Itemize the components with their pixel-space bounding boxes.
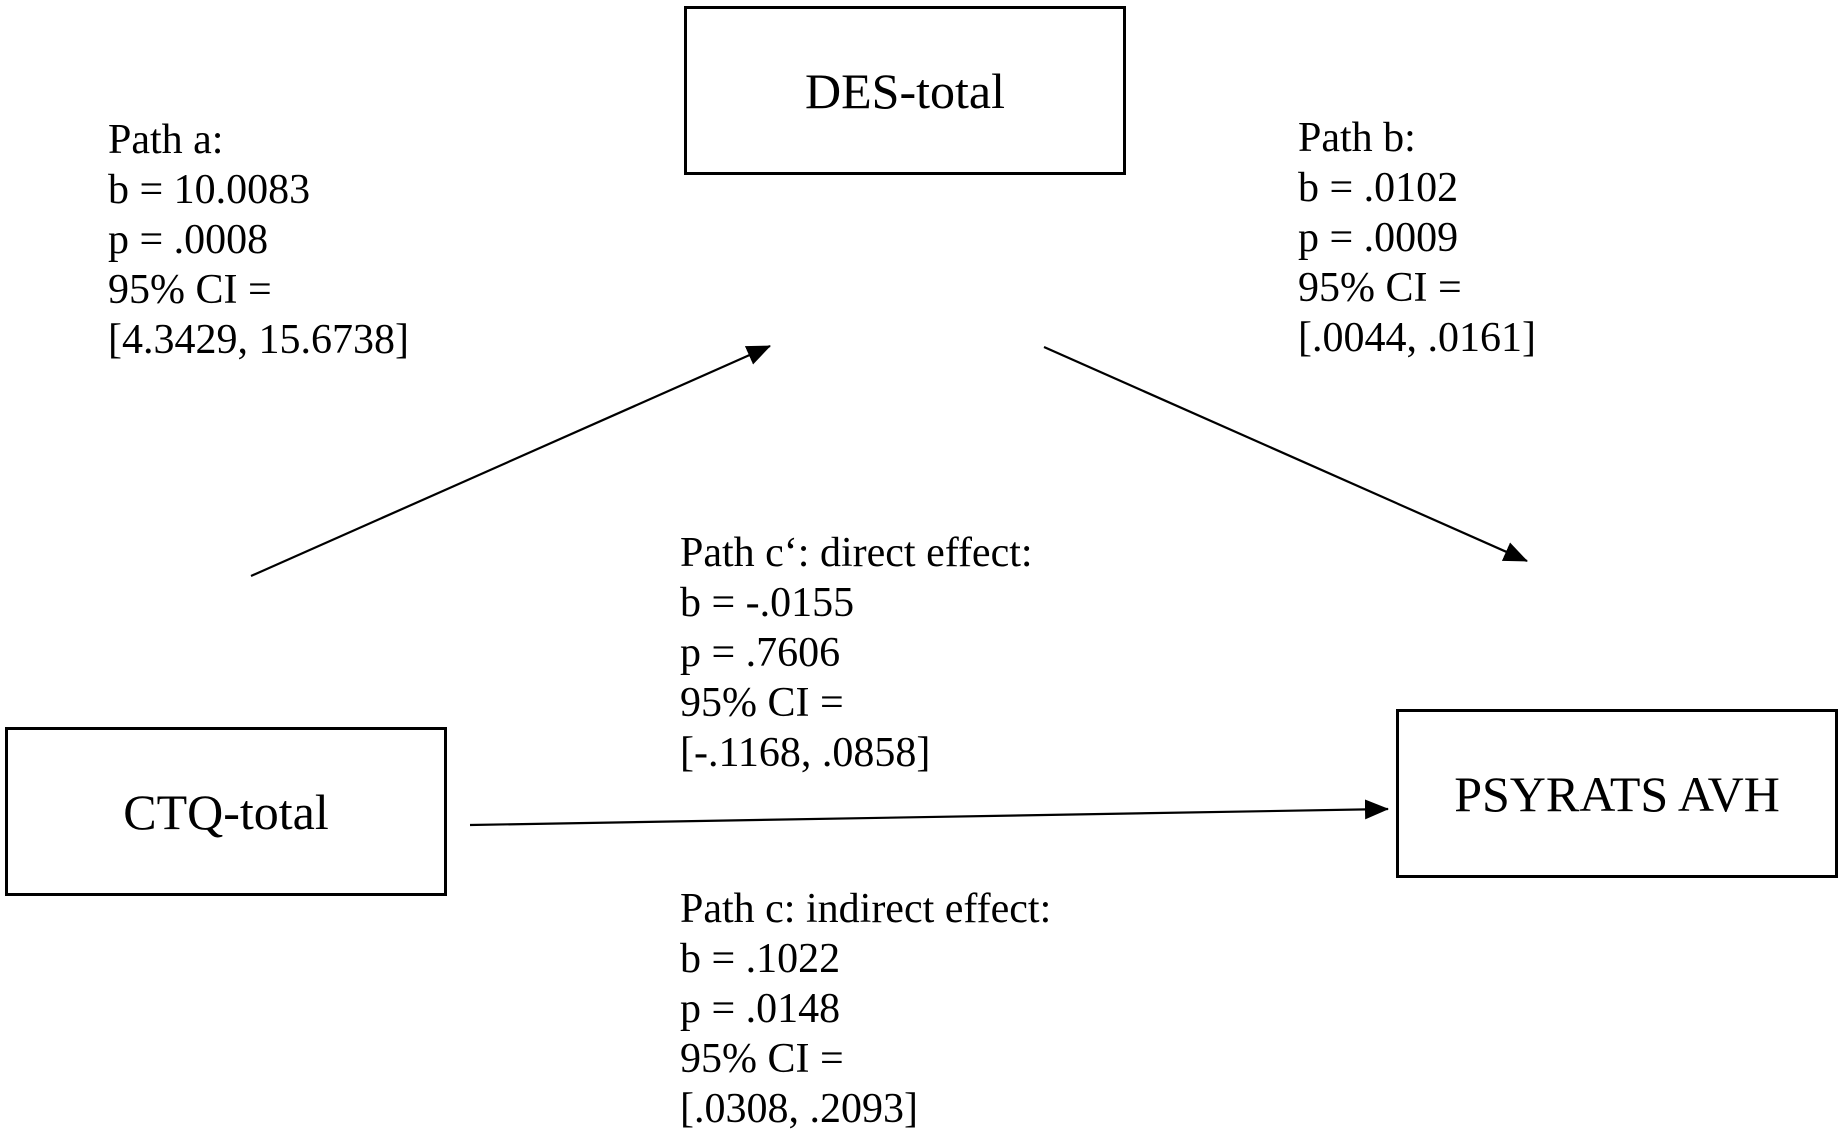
- node-des-total: DES-total: [684, 6, 1126, 175]
- path-b-ci-label: 95% CI =: [1298, 265, 1462, 311]
- path-a-annotation: Path a: b = 10.0083 p = .0008 95% CI = […: [108, 115, 409, 365]
- path-c-p-value: p = .0148: [680, 986, 841, 1032]
- node-psyrats-avh: PSYRATS AVH: [1396, 709, 1838, 878]
- arrow-ctq-to-psyrats: [469, 799, 1389, 827]
- path-a-p-value: p = .0008: [108, 217, 269, 263]
- path-a-title: Path a:: [108, 117, 224, 163]
- node-ctq-total: CTQ-total: [5, 727, 447, 896]
- path-b-title: Path b:: [1298, 115, 1416, 161]
- node-des-total-label: DES-total: [805, 62, 1005, 119]
- arrow-des-to-psyrats: [1043, 345, 1528, 563]
- node-ctq-total-label: CTQ-total: [123, 783, 329, 840]
- path-c-b-value: b = .1022: [680, 936, 841, 982]
- path-c-ci-value: [.0308, .2093]: [680, 1086, 918, 1132]
- path-a-ci-value: [4.3429, 15.6738]: [108, 317, 409, 363]
- path-b-b-value: b = .0102: [1298, 165, 1459, 211]
- path-c-prime-ci-label: 95% CI =: [680, 680, 844, 726]
- path-c-prime-title: Path c‘: direct effect:: [680, 530, 1033, 576]
- path-b-ci-value: [.0044, .0161]: [1298, 315, 1536, 361]
- path-c-annotation: Path c: indirect effect: b = .1022 p = .…: [680, 884, 1051, 1134]
- path-c-title: Path c: indirect effect:: [680, 886, 1052, 932]
- path-c-prime-ci-value: [-.1168, .0858]: [680, 730, 931, 776]
- path-c-ci-label: 95% CI =: [680, 1036, 844, 1082]
- path-c-prime-annotation: Path c‘: direct effect: b = -.0155 p = .…: [680, 528, 1033, 778]
- path-c-prime-p-value: p = .7606: [680, 630, 841, 676]
- path-c-prime-b-value: b = -.0155: [680, 580, 855, 626]
- arrow-ctq-to-des: [250, 344, 771, 578]
- path-b-annotation: Path b: b = .0102 p = .0009 95% CI = [.0…: [1298, 113, 1536, 363]
- node-psyrats-avh-label: PSYRATS AVH: [1454, 765, 1780, 822]
- path-a-ci-label: 95% CI =: [108, 267, 272, 313]
- path-a-b-value: b = 10.0083: [108, 167, 311, 213]
- path-b-p-value: p = .0009: [1298, 215, 1459, 261]
